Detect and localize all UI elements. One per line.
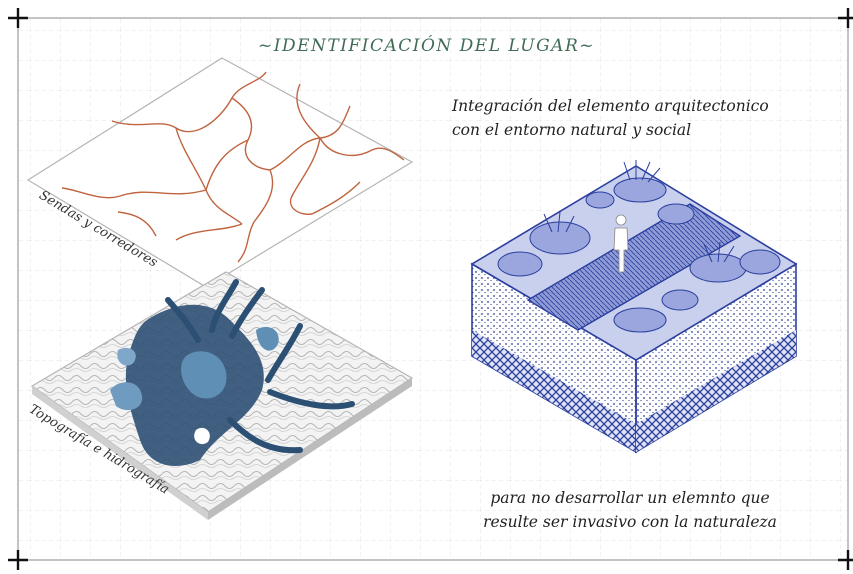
islands xyxy=(194,427,210,445)
crop-marks xyxy=(8,8,853,570)
caption-line-2: resulte ser invasivo con la naturaleza xyxy=(483,513,777,531)
subtitle-line-1: Integración del elemento arquitectonico xyxy=(452,97,769,115)
topography-layer xyxy=(30,271,414,520)
caption-line-1: para no desarrollar un elemnto que xyxy=(490,489,770,507)
subtitle-line-2: con el entorno natural y social xyxy=(452,121,692,139)
subtitle: Integración del elemento arquitectonico … xyxy=(452,94,832,142)
grass-strokes xyxy=(543,160,735,263)
path-lines xyxy=(61,71,405,263)
page-title: ~IDENTIFICACIÓN DEL LUGAR~ xyxy=(258,36,595,56)
water-bodies xyxy=(110,304,279,466)
person-figure xyxy=(613,214,629,273)
landscape-block xyxy=(470,160,798,454)
rivers xyxy=(165,279,355,454)
vegetation xyxy=(497,177,781,333)
caption: para no desarrollar un elemnto que resul… xyxy=(440,486,820,534)
sheet-frame xyxy=(17,17,849,561)
